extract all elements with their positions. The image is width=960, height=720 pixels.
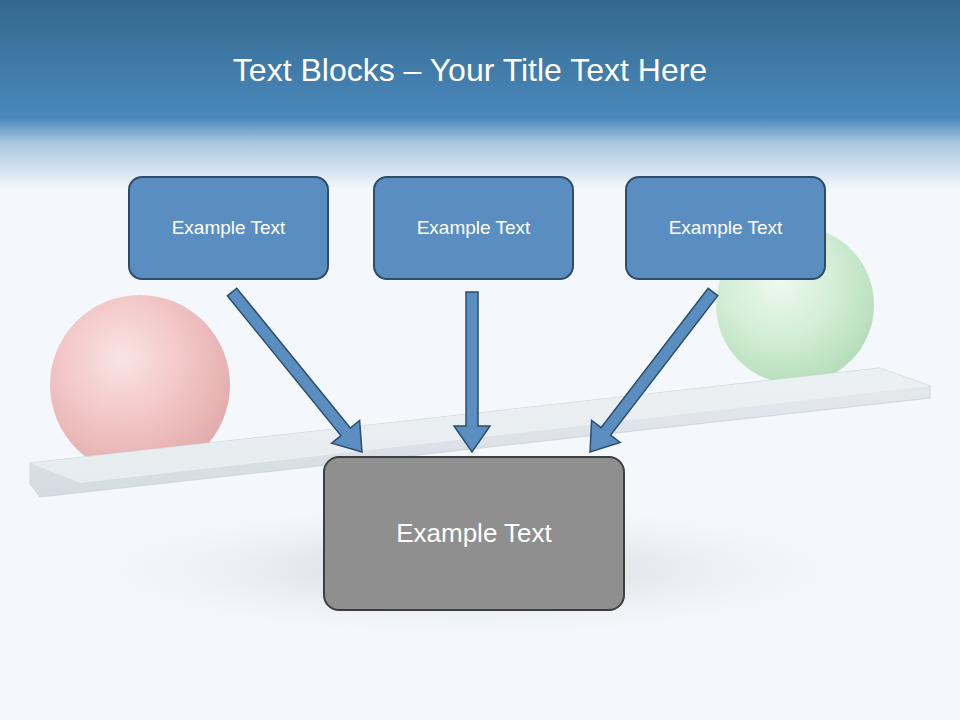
text-block: Example Text	[625, 176, 826, 280]
text-block: Example Text	[128, 176, 329, 280]
block-text: Example Text	[396, 518, 552, 549]
block-arrow	[590, 288, 718, 452]
text-block: Example Text	[373, 176, 574, 280]
block-arrow	[454, 292, 490, 452]
result-block: Example Text	[323, 456, 625, 611]
slide-title: Text Blocks – Your Title Text Here	[0, 52, 940, 89]
block-text: Example Text	[669, 217, 783, 239]
block-arrow	[227, 288, 362, 452]
block-text: Example Text	[417, 217, 531, 239]
block-text: Example Text	[172, 217, 286, 239]
